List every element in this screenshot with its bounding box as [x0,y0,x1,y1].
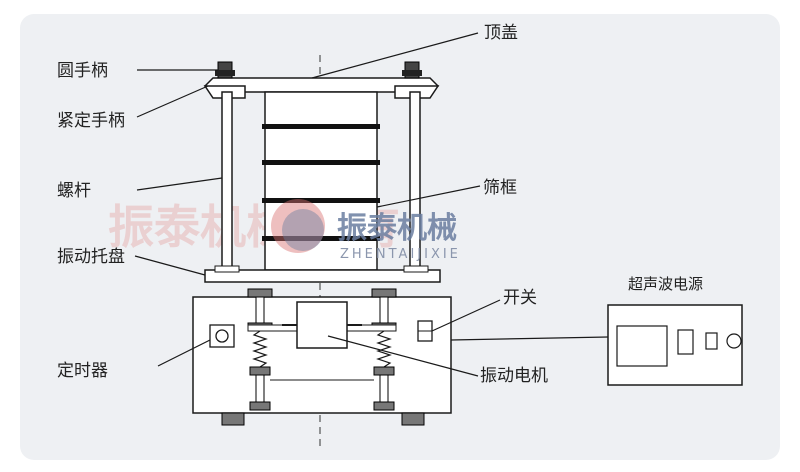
label-vibration-motor: 振动电机 [480,366,548,386]
vibration-motor [296,301,348,349]
watermark-center-text: 振泰机械 [337,211,457,246]
screw-rod-left [221,91,233,273]
ultrasonic-power-supply [607,304,743,386]
switch [417,320,433,342]
spring-left [252,330,268,368]
foot-left [221,412,245,426]
label-top-cover: 顶盖 [484,23,518,43]
tray-foot-left [214,265,240,273]
lower-support-left [249,366,271,411]
leader-lines [134,32,501,377]
label-screw-rod: 螺杆 [57,181,91,201]
timer [209,324,235,348]
lower-support-right [373,366,395,411]
round-handle-left [215,61,235,79]
label-tighten-handle: 紧定手柄 [57,111,125,131]
spring-right [376,330,392,368]
label-vibration-tray: 振动托盘 [57,247,125,267]
label-sieve-frame: 筛框 [483,178,517,198]
center-watermark: 振泰机械 ZHENTAIJIXIE [271,199,461,262]
round-handle-right [402,61,422,79]
watermark-pinyin-text: ZHENTAIJIXIE [340,247,461,262]
label-switch: 开关 [503,288,537,308]
foot-right [401,412,425,426]
vibration-tray [204,269,441,283]
label-round-handle: 圆手柄 [57,61,108,81]
sieve-frame-stack [262,91,380,271]
label-timer: 定时器 [57,361,108,381]
power-cable [450,336,609,341]
tray-foot-right [403,265,429,273]
label-ultrasonic-power: 超声波电源 [628,275,703,293]
